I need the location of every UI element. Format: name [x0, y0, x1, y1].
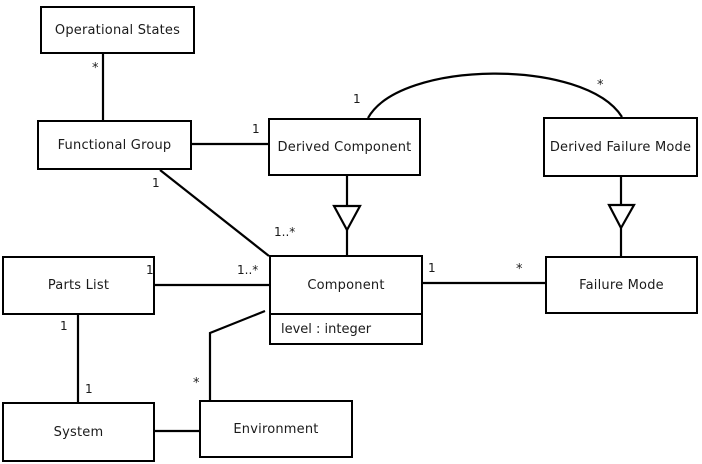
multiplicity-parts-list-component-target: 1..*	[237, 263, 259, 277]
class-attributes-component: level : integer	[271, 313, 421, 343]
multiplicity-functional-group-component-source: 1	[152, 176, 160, 190]
class-name-derived-failure-mode: Derived Failure Mode	[549, 139, 692, 155]
generalization-triangle-derived-component	[332, 204, 362, 233]
edge-component-environment	[208, 309, 266, 400]
multiplicity-parts-list-system-target: 1	[85, 382, 93, 396]
class-box-parts-list[interactable]: Parts List	[2, 256, 155, 315]
multiplicity-derived-component-curve: 1	[353, 92, 361, 106]
class-name-system: System	[53, 424, 104, 440]
class-box-failure-mode[interactable]: Failure Mode	[545, 256, 698, 314]
class-name-environment: Environment	[233, 421, 319, 437]
class-name-parts-list: Parts List	[47, 278, 110, 293]
class-name-functional-group: Functional Group	[57, 137, 172, 153]
edge-derived-component-derived-failure-mode	[367, 72, 623, 119]
class-name-failure-mode: Failure Mode	[579, 277, 664, 293]
class-name-component: Component	[307, 277, 385, 293]
multiplicity-derived-failure-mode-curve: *	[597, 78, 604, 93]
generalization-triangle-derived-failure-mode	[607, 203, 636, 231]
class-box-system[interactable]: System	[2, 402, 155, 462]
multiplicity-parts-list-system-source: 1	[60, 319, 68, 333]
class-box-component[interactable]: Component level : integer	[269, 255, 423, 345]
multiplicity-functional-group-component-target: 1..*	[274, 225, 296, 239]
edge-functional-group-component	[159, 169, 270, 257]
class-box-operational-states[interactable]: Operational States	[40, 6, 195, 54]
class-box-environment[interactable]: Environment	[199, 400, 353, 458]
class-name-derived-component: Derived Component	[277, 139, 412, 155]
multiplicity-operational-states: *	[92, 61, 99, 76]
class-box-functional-group[interactable]: Functional Group	[37, 120, 192, 170]
multiplicity-component-failure-mode-source: 1	[428, 261, 436, 275]
class-name-operational-states: Operational States	[54, 22, 181, 38]
multiplicity-functional-group-derived-component: 1	[252, 122, 260, 136]
multiplicity-component-environment: *	[193, 376, 200, 391]
class-box-derived-failure-mode[interactable]: Derived Failure Mode	[543, 117, 698, 177]
class-box-derived-component[interactable]: Derived Component	[268, 118, 421, 176]
multiplicity-component-failure-mode-target: *	[516, 262, 523, 277]
multiplicity-parts-list-component-source: 1	[146, 263, 154, 277]
class-attribute-level: level : integer	[281, 321, 372, 337]
